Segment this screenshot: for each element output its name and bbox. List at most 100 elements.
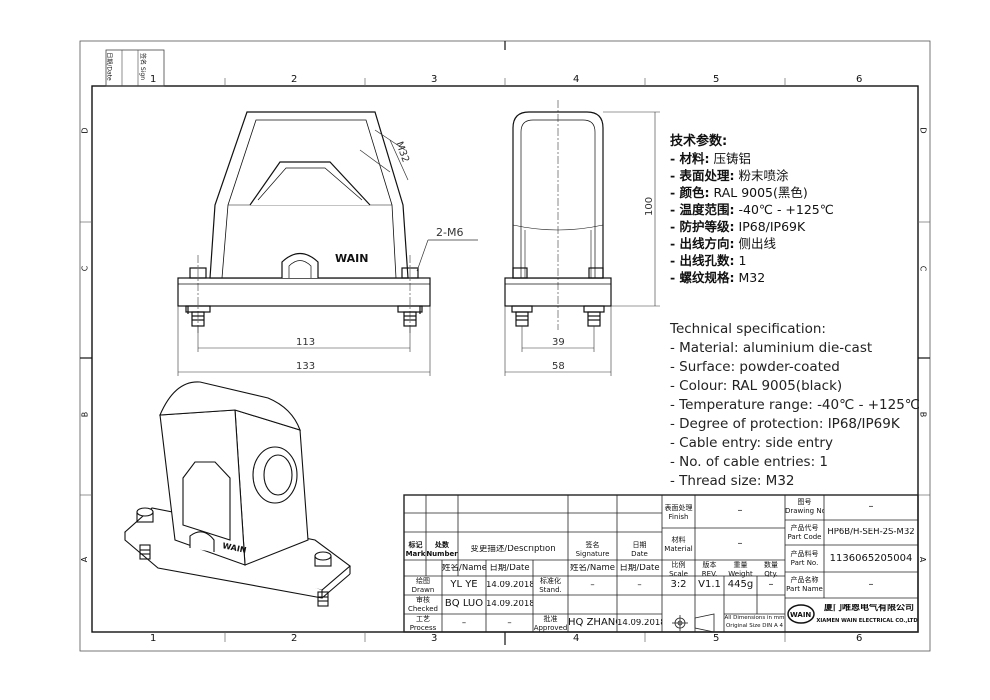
- tb-part-code: HP6B/H-SEH-2S-M32: [827, 528, 915, 537]
- tb-rev-label: 版本 REV.: [701, 561, 718, 578]
- tb-dims-note: All Dimensions in mm Original Size DIN A…: [724, 615, 785, 629]
- tb-checked-label: 审核 Checked: [407, 596, 439, 613]
- tb-stand-label: 标准化 Stand.: [539, 577, 562, 594]
- dim-133: 133: [296, 361, 315, 372]
- spec-en-row: - Surface: powder-coated: [670, 359, 840, 375]
- tb-description-label: 变更描述/Description: [470, 545, 556, 554]
- spec-cn-row: - 防护等级: IP68/IP69K: [670, 218, 910, 235]
- side-view: [504, 100, 612, 330]
- tb-part-no-label: 产品料号 Part No.: [790, 550, 819, 567]
- spec-cn-val: M32: [734, 270, 766, 285]
- spec-cn-row: - 出线方向: 侧出线: [670, 235, 910, 252]
- tb-checked-name: BQ LUO: [444, 599, 484, 608]
- spec-cn-row: - 螺纹规格: M32: [670, 269, 910, 286]
- tb-approved-name: HQ ZHANG: [568, 618, 617, 627]
- col-label-top-3: 3: [431, 74, 438, 85]
- row-label-left-b: B: [80, 411, 90, 418]
- col-label-bottom-1: 1: [150, 633, 157, 644]
- tb-scale-label: 比例 Scale: [669, 561, 688, 578]
- col-label-bottom-6: 6: [856, 633, 863, 644]
- tb-name-hdr: 姓名/Name: [442, 564, 486, 573]
- tb-stand-name-hdr: 姓名/Name: [570, 564, 615, 573]
- spec-cn-row: - 表面处理: 粉末喷涂: [670, 167, 910, 184]
- company-logo-text: WAIN: [790, 611, 811, 619]
- tb-approved-date: 14.09.2018: [617, 619, 662, 628]
- col-label-top-1: 1: [150, 74, 157, 85]
- tb-weight: 445g: [727, 580, 754, 589]
- callout-bolts: 2-M6: [436, 226, 463, 239]
- tb-stand-name: –: [590, 581, 595, 590]
- spec-en-heading: Technical specification:: [670, 321, 826, 337]
- tb-stand-date: –: [637, 581, 642, 590]
- spec-en-row: - Degree of protection: IP68/IP69K: [670, 416, 900, 432]
- tb-finish-label: 表面处理 Finish: [664, 504, 693, 521]
- spec-cn-key: - 颜色:: [670, 185, 710, 200]
- tb-process-date: –: [507, 619, 512, 628]
- revision-strip: [105, 49, 165, 87]
- dim-113: 113: [296, 337, 315, 348]
- tb-finish-value: –: [737, 506, 743, 515]
- row-label-right-d: D: [918, 127, 928, 134]
- tb-drawing-no-label: 图号 Drawing No.: [785, 498, 824, 515]
- spec-cn-val: 压铸铝: [709, 151, 752, 166]
- col-label-top-5: 5: [713, 74, 720, 85]
- spec-en-row: - Thread size: M32: [670, 473, 795, 489]
- tb-checked-date: 14.09.2018: [486, 600, 533, 609]
- tb-qty-label: 数量 Qty.: [764, 561, 778, 578]
- spec-cn-val: RAL 9005(黑色): [709, 185, 808, 200]
- col-label-top-6: 6: [856, 74, 863, 85]
- spec-cn-key: - 出线孔数:: [670, 253, 735, 268]
- spec-en-row: - Material: aluminium die-cast: [670, 340, 873, 356]
- col-label-bottom-2: 2: [291, 633, 298, 644]
- spec-cn-block: 技术参数: - 材料: 压铸铝 - 表面处理: 粉末喷涂 - 颜色: RAL 9…: [670, 133, 910, 286]
- tb-rev: V1.1: [698, 580, 721, 589]
- tb-part-no: 1136065205004: [829, 554, 913, 563]
- spec-en-block: Technical specification: - Material: alu…: [670, 320, 920, 491]
- row-label-left-c: C: [80, 265, 90, 272]
- tb-signature-label: 签名 Signature: [575, 541, 610, 558]
- spec-cn-key: - 材料:: [670, 151, 710, 166]
- tb-drawn-date: 14.09.2018: [486, 581, 533, 590]
- tb-qty: –: [768, 580, 774, 589]
- row-label-right-a: A: [918, 556, 928, 563]
- tb-process-name: –: [461, 619, 467, 628]
- tb-process-label: 工艺 Process: [409, 615, 437, 632]
- spec-cn-key: - 防护等级:: [670, 219, 735, 234]
- col-label-top-4: 4: [573, 74, 580, 85]
- spec-cn-val: 粉末喷涂: [734, 168, 789, 183]
- dim-58: 58: [552, 361, 565, 372]
- spec-cn-key: - 出线方向:: [670, 236, 735, 251]
- front-view: [177, 111, 431, 335]
- tb-mark-label: 标记 Mark: [405, 541, 426, 558]
- projection-symbol: [672, 613, 715, 633]
- tb-number-label: 处数 Number: [426, 541, 458, 558]
- dim-100: 100: [644, 197, 655, 216]
- tb-drawn-name: YL YE: [450, 580, 478, 589]
- spec-cn-heading: 技术参数:: [670, 134, 728, 149]
- company-logo: [787, 604, 815, 624]
- spec-cn-row: - 材料: 压铸铝: [670, 150, 910, 167]
- tb-company-cn: 厦门唯恩电气有限公司: [823, 604, 914, 613]
- spec-cn-val: -40℃ - +125℃: [734, 202, 834, 217]
- spec-cn-row: - 温度范围: -40℃ - +125℃: [670, 201, 910, 218]
- spec-cn-val: 1: [734, 253, 747, 268]
- col-label-bottom-4: 4: [573, 633, 580, 644]
- tb-material-label: 材料 Material: [664, 536, 693, 553]
- spec-en-row: - No. of cable entries: 1: [670, 454, 829, 470]
- tb-drawn-label: 绘图 Drawn: [411, 577, 435, 594]
- isometric-view: [124, 381, 351, 607]
- col-label-bottom-3: 3: [431, 633, 438, 644]
- tb-material-value: –: [737, 539, 743, 548]
- spec-en-row: - Colour: RAL 9005(black): [670, 378, 843, 394]
- row-label-left-d: D: [80, 127, 90, 134]
- tb-stand-date-hdr: 日期/Date: [619, 564, 660, 573]
- strip-date-label: 日期/Date: [105, 52, 113, 81]
- title-block: [403, 494, 919, 633]
- dim-39: 39: [552, 337, 565, 348]
- tb-weight-label: 重量 Weight: [728, 561, 753, 578]
- strip-sign-label: 签名 Sign: [139, 53, 146, 80]
- col-label-top-2: 2: [291, 74, 298, 85]
- tb-date-hdr: 日期/Date: [489, 564, 530, 573]
- spec-cn-val: IP68/IP69K: [734, 219, 806, 234]
